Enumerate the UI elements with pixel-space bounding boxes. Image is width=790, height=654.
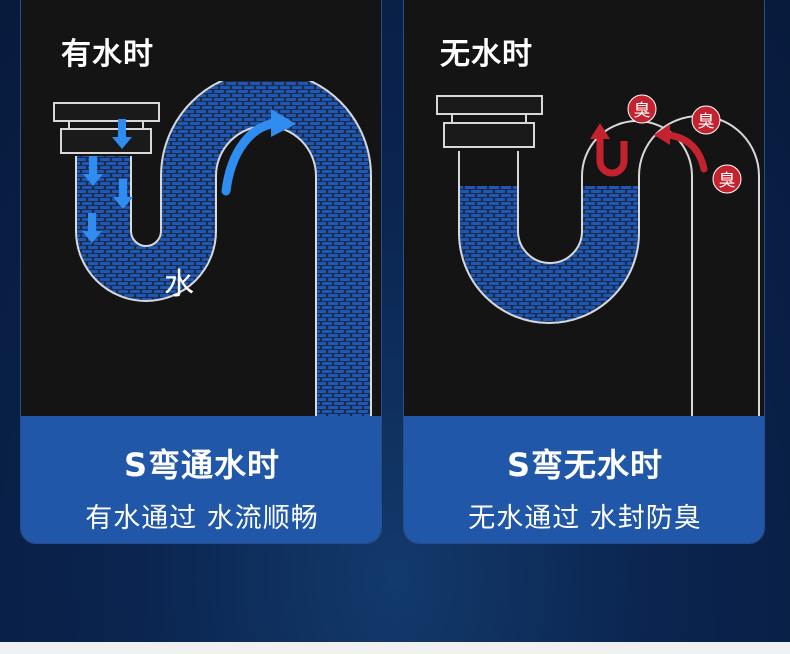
pipe-outline-inner (130, 81, 372, 418)
panel-with-water: 有水时 (20, 0, 382, 544)
down-arrow-icon (82, 213, 102, 243)
water-seal-fill-visible (459, 186, 639, 323)
caption-band: S弯无水时 无水通过 水封防臭 (404, 416, 764, 543)
odor-badge-icon: 臭 (691, 105, 721, 135)
pipe-outline (75, 125, 317, 418)
curved-arrow-icon (221, 109, 296, 196)
pipe-outline (458, 115, 760, 418)
down-arrow-icon (112, 119, 132, 149)
svg-text:臭: 臭 (698, 112, 715, 132)
u-turn-arrow-icon (590, 123, 628, 177)
drain-collar (60, 128, 152, 154)
caption-band: S弯通水时 有水通过 水流顺畅 (21, 416, 381, 543)
drain-head (436, 95, 543, 115)
panel-title: 无水时 (440, 37, 533, 72)
svg-text:臭: 臭 (719, 171, 736, 191)
curved-arrow-icon (654, 124, 708, 173)
caption-heading: S弯通水时 (123, 446, 281, 484)
water-label: 水 (164, 267, 194, 302)
panel-without-water: 无水时 (403, 0, 765, 544)
s-trap-with-water-diagram: 水 (53, 81, 372, 418)
drain-collar (443, 122, 535, 148)
down-arrow-icon (83, 156, 103, 186)
caption-heading: S弯无水时 (506, 446, 664, 484)
odor-badge-icon: 臭 (712, 164, 742, 194)
drain-head (53, 102, 160, 122)
down-arrow-icon (113, 179, 133, 209)
caption-subtitle: 无水通过 水封防臭 (468, 503, 702, 534)
svg-text:臭: 臭 (634, 101, 651, 121)
caption-subtitle: 有水通过 水流顺畅 (85, 503, 319, 534)
s-trap-without-water-diagram: 臭 臭 臭 (436, 94, 760, 418)
panel-title: 有水时 (61, 37, 154, 72)
odor-badge-icon: 臭 (627, 94, 657, 124)
